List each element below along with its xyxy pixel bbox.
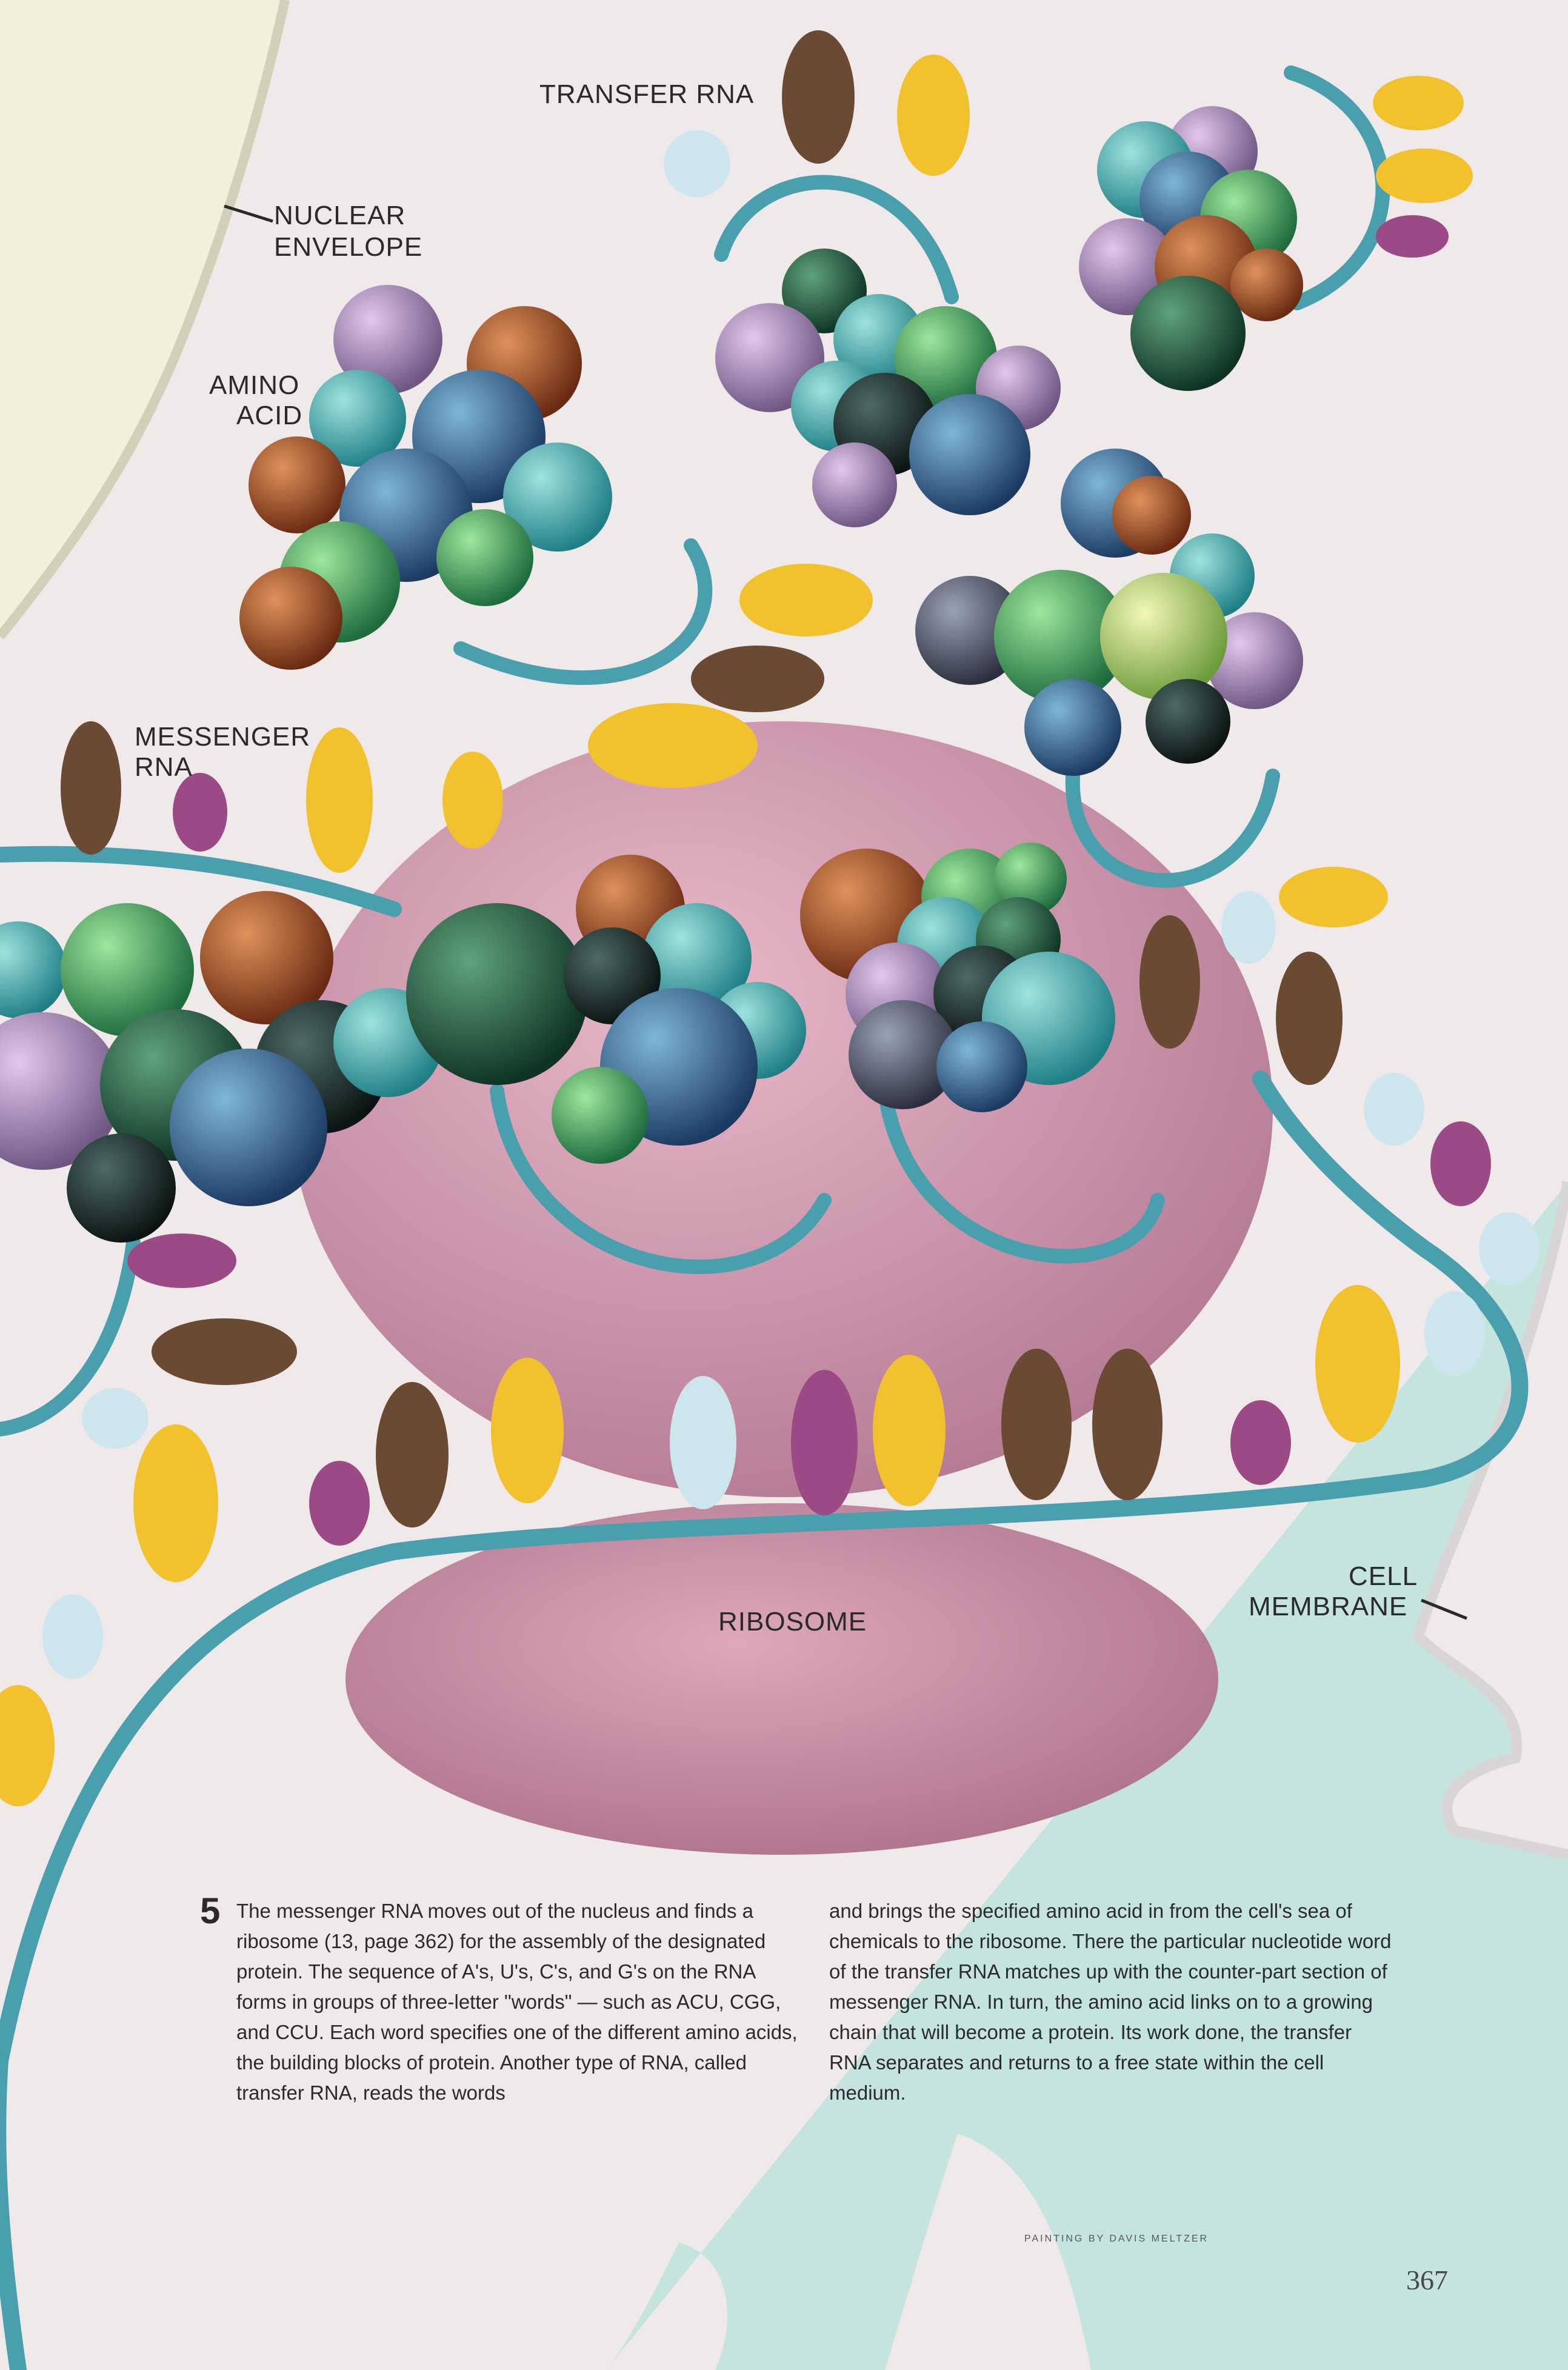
caption-left-column: The messenger RNA moves out of the nucle… xyxy=(236,1896,800,2108)
nucleotide-yellow xyxy=(1315,1285,1400,1443)
cell-membrane-label-line1: CELL xyxy=(1349,1561,1418,1592)
messenger-rna-label-line2: RNA xyxy=(135,752,193,783)
cell-membrane-label-line2: MEMBRANE xyxy=(1249,1591,1407,1623)
nucleotide-yellow xyxy=(588,703,758,788)
messenger-rna-label-line1: MESSENGER xyxy=(135,721,310,753)
nucleotide-magenta xyxy=(1430,1121,1491,1206)
nucleotide-brown xyxy=(376,1382,449,1527)
nucleotide-magenta xyxy=(173,773,227,852)
nucleotide-pale-blue xyxy=(1424,1291,1485,1376)
nucleotide-yellow xyxy=(491,1358,564,1503)
nuclear-envelope-label-line2: ENVELOPE xyxy=(274,232,422,263)
nucleotide-brown xyxy=(1092,1349,1163,1500)
nucleotide-pale-blue xyxy=(1479,1212,1540,1285)
transfer-rna-label: TRANSFER RNA xyxy=(539,79,754,110)
nucleotide-magenta xyxy=(309,1461,370,1546)
nucleotide-pale-blue xyxy=(1221,891,1276,964)
amino-acid-cluster xyxy=(1079,106,1303,391)
nucleotide-yellow xyxy=(897,55,970,176)
amino-acid-cluster xyxy=(239,285,612,670)
nucleotide-brown xyxy=(1276,952,1343,1085)
nucleotide-pale-blue xyxy=(42,1594,103,1679)
nucleus-region xyxy=(0,0,285,636)
ribosome-label: RIBOSOME xyxy=(718,1606,867,1638)
amino-acid-label-line2: ACID xyxy=(236,400,302,432)
nucleotide-yellow xyxy=(1373,76,1464,130)
nucleotide-magenta xyxy=(791,1370,858,1515)
nucleotide-yellow xyxy=(442,752,503,849)
painting-credit: PAINTING BY DAVIS MELTZER xyxy=(1024,2234,1209,2245)
nucleotide-brown xyxy=(691,646,824,712)
nucleotide-brown xyxy=(782,30,855,164)
nucleotide-yellow xyxy=(1279,867,1388,927)
amino-acid-label-line1: AMINO xyxy=(209,370,299,401)
nucleotide-yellow xyxy=(0,1685,55,1806)
nucleotide-pale-blue xyxy=(82,1388,148,1449)
nucleotide-pale-blue xyxy=(1364,1073,1424,1146)
nucleotide-magenta xyxy=(1230,1400,1291,1485)
ribosome-small-subunit xyxy=(345,1503,1218,1855)
nucleotide-brown xyxy=(1001,1349,1072,1500)
nucleotide-yellow xyxy=(739,564,873,636)
nucleotide-yellow xyxy=(1376,149,1473,203)
page-number: 367 xyxy=(1406,2264,1448,2296)
amino-acid-cluster xyxy=(715,249,1061,527)
nucleotide-pale-blue xyxy=(664,130,730,197)
nucleotide-magenta xyxy=(127,1233,236,1288)
nucleotide-brown xyxy=(152,1318,297,1385)
nucleotide-brown xyxy=(1139,915,1200,1049)
caption-number: 5 xyxy=(200,1891,220,1931)
caption-right-column: and brings the specified amino acid in f… xyxy=(829,1896,1393,2108)
nucleotide-brown xyxy=(61,721,121,855)
nucleotide-yellow xyxy=(873,1355,946,1506)
nucleotide-yellow xyxy=(133,1424,218,1582)
nucleotide-yellow xyxy=(306,727,373,873)
nucleotide-magenta xyxy=(1376,215,1449,258)
messenger-rna-strand-left xyxy=(0,2061,18,2370)
nucleotide-pale-blue xyxy=(670,1376,736,1509)
nuclear-envelope-label-line1: NUCLEAR xyxy=(274,200,405,232)
